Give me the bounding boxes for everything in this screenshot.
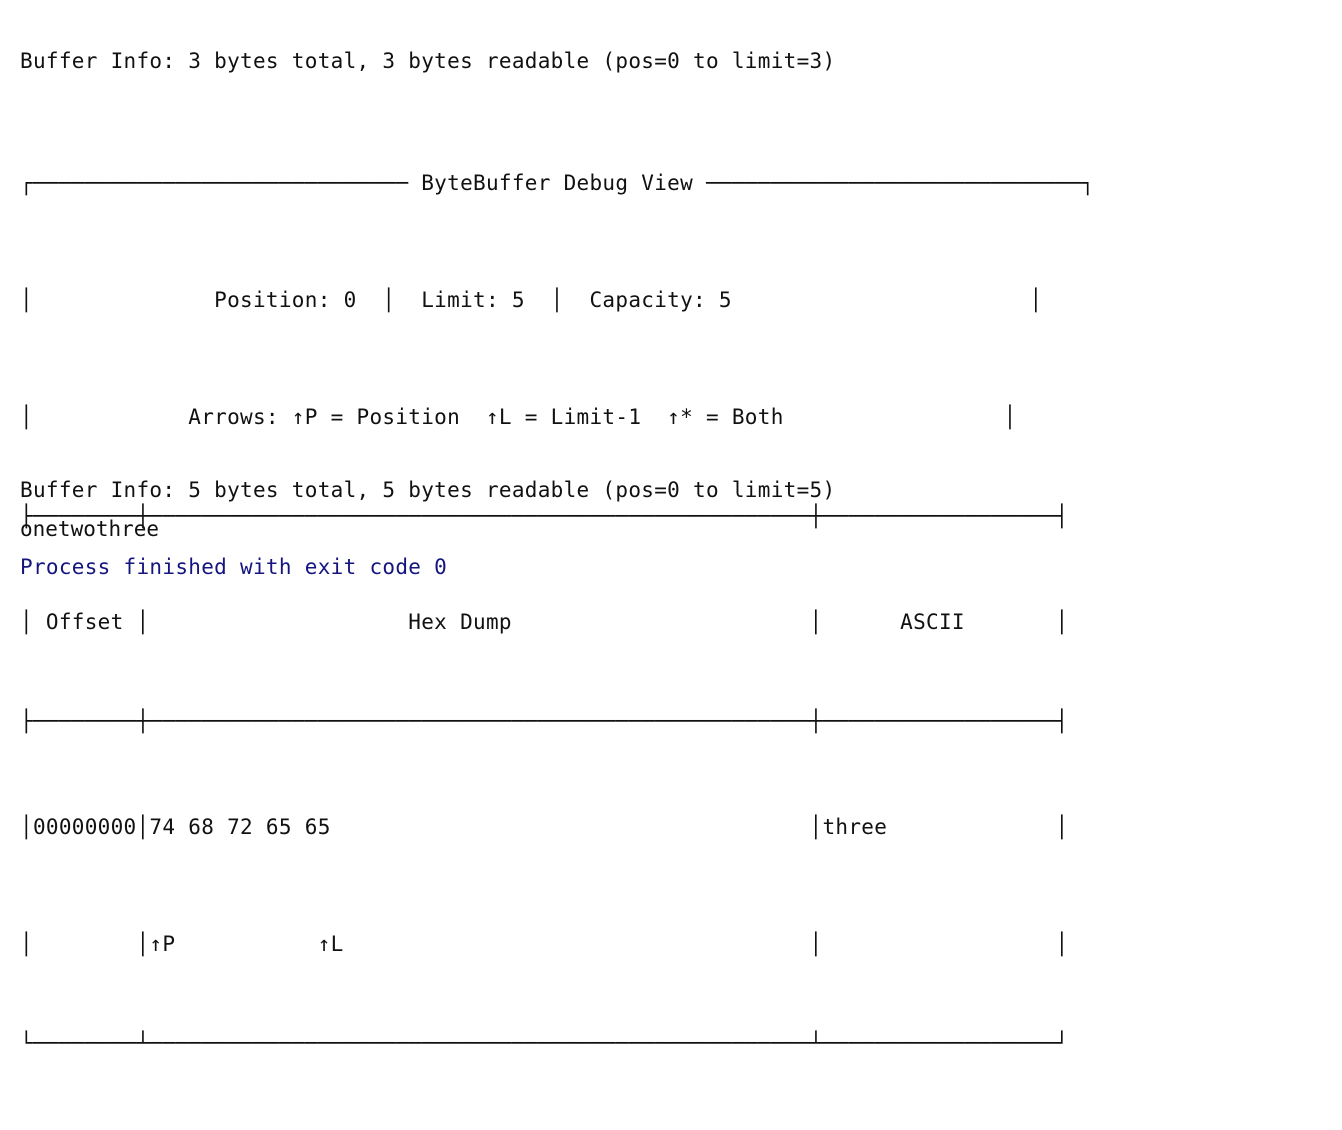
buffer-info-line-bottom: Buffer Info: 5 bytes total, 5 bytes read… — [20, 478, 836, 502]
debug-box-arrow-row: │ │↑P ↑L │ │ — [20, 932, 1069, 956]
console-output-panel[interactable]: Buffer Info: 3 bytes total, 3 bytes read… — [0, 0, 1342, 1054]
debug-box-stats-line: │ Position: 0 │ Limit: 5 │ Capacity: 5 │ — [20, 288, 1043, 312]
debug-box-header-row: │ Offset │ Hex Dump │ ASCII │ — [20, 610, 1069, 634]
debug-box-top-border: ┌───────────────────────────── ByteBuffe… — [20, 171, 1095, 195]
debug-box-arrows-legend-line: │ Arrows: ↑P = Position ↑L = Limit-1 ↑* … — [20, 405, 1017, 429]
debug-box-data-row: │00000000│74 68 72 65 65 │three │ — [20, 815, 1069, 839]
debug-box-bottom-border: └────────┴──────────────────────────────… — [20, 1031, 1069, 1055]
program-output-line: onetwothree — [20, 517, 160, 541]
debug-box-rule-top: ├────────┼──────────────────────────────… — [20, 504, 1069, 528]
debug-box-rule-mid: ├────────┼──────────────────────────────… — [20, 709, 1069, 733]
buffer-info-line-top: Buffer Info: 3 bytes total, 3 bytes read… — [20, 49, 836, 73]
exit-code-line: Process finished with exit code 0 — [20, 555, 448, 579]
bytebuffer-debug-view: ┌───────────────────────────── ByteBuffe… — [20, 86, 1094, 1130]
